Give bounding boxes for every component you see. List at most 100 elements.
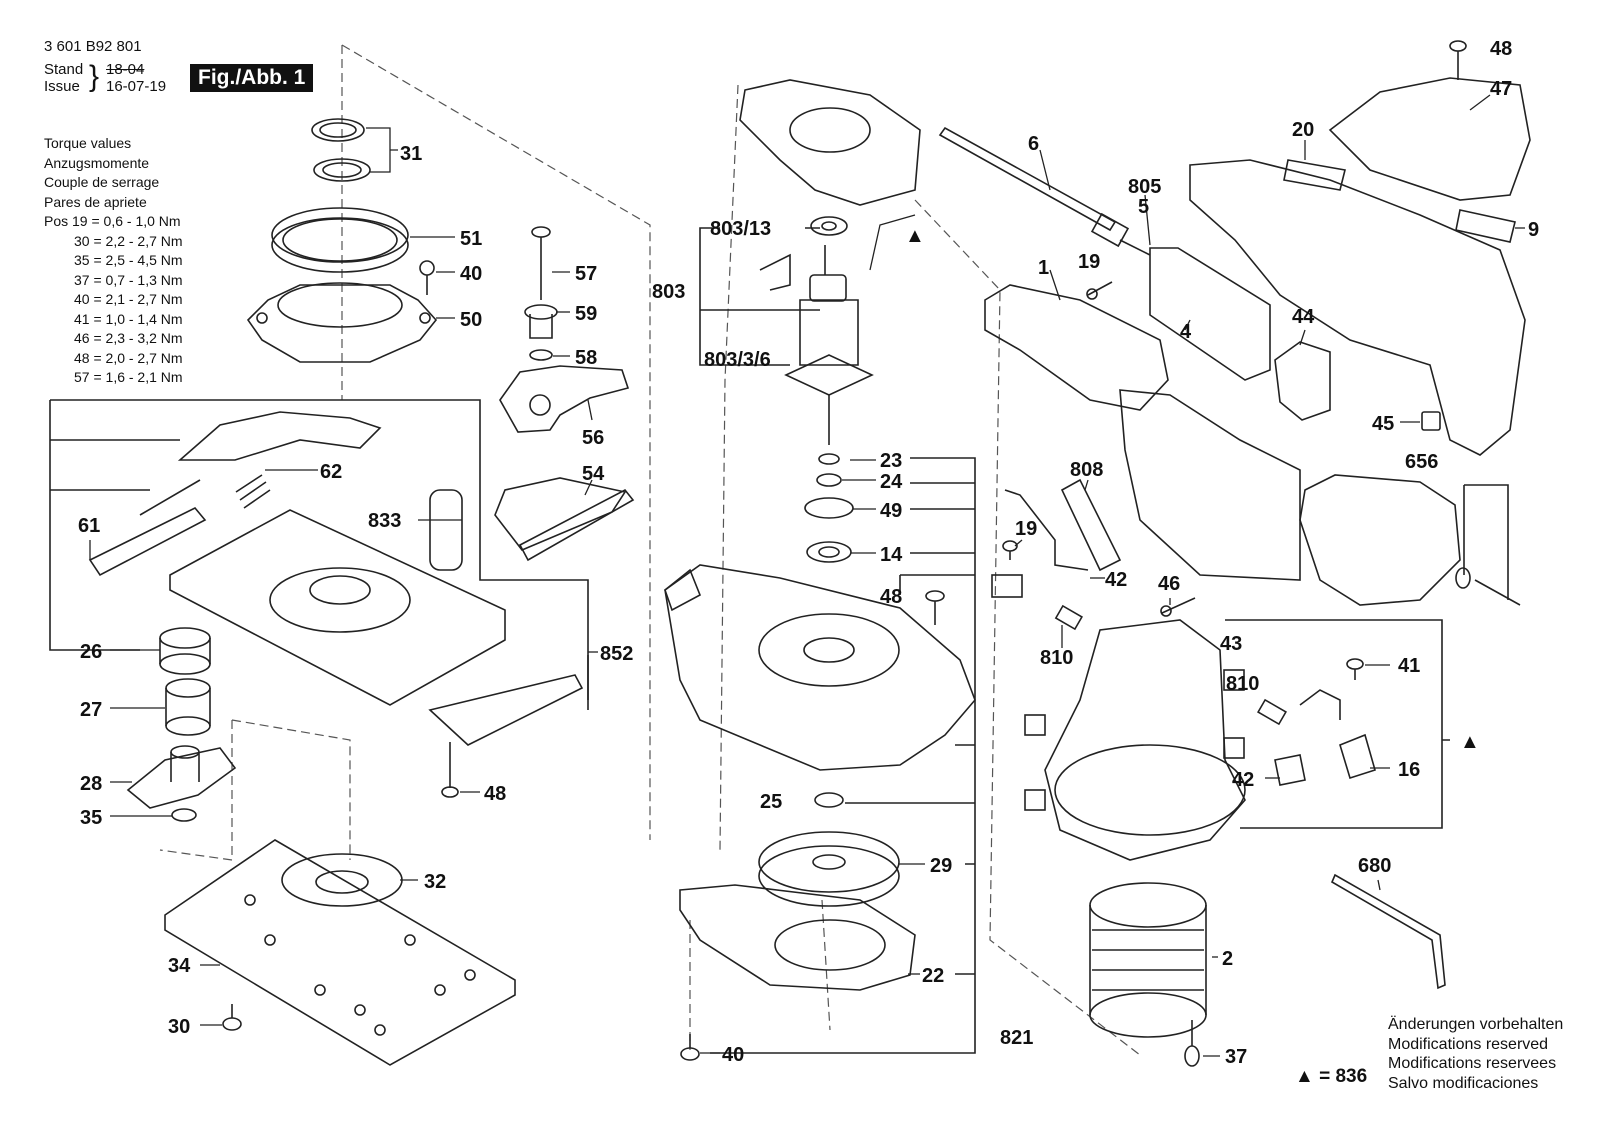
clip-part	[759, 253, 791, 291]
callout-48: 48	[1490, 38, 1512, 60]
callout-34: 34	[168, 955, 191, 977]
callout-19: 19	[1015, 518, 1037, 540]
rod-61	[88, 479, 207, 577]
legend-symbol: ▲	[1295, 1066, 1314, 1087]
callout-24: 24	[880, 471, 903, 493]
brush-parts-810b-16-42b	[1257, 689, 1376, 786]
callout-40: 40	[460, 263, 482, 285]
callout-2: 2	[1222, 948, 1233, 970]
part-number: 3 601 B92 801	[44, 38, 142, 55]
callout-833: 833	[368, 510, 401, 532]
diagram-drawing	[49, 40, 1531, 1067]
torque-value: 46 = 2,3 - 3,2 Nm	[74, 330, 183, 346]
field-housing	[1044, 619, 1246, 861]
screw-48c	[1449, 40, 1467, 80]
callout-19: 19	[1078, 251, 1100, 273]
spring-lever-62	[177, 411, 382, 509]
legend: ▲ = 836	[1295, 1066, 1367, 1088]
handle-1	[984, 284, 1301, 581]
screw-19a	[1086, 281, 1113, 300]
callout-805: 805	[1128, 176, 1161, 198]
ring-58	[529, 349, 553, 361]
callout-48: 48	[484, 783, 506, 805]
torque-row: 40 = 2,1 - 2,7 Nm	[44, 290, 183, 310]
callout-59: 59	[575, 303, 597, 325]
torque-value: 19 = 0,6 - 1,0 Nm	[72, 213, 181, 229]
callout-32: 32	[424, 871, 446, 893]
callout-42: 42	[1232, 769, 1254, 791]
torque-title-de: Anzugsmomente	[44, 154, 150, 171]
rings-23-24-49-14	[804, 453, 854, 563]
cover-47	[1328, 77, 1531, 201]
screw-30	[222, 1004, 242, 1031]
callout-28: 28	[80, 773, 102, 795]
note-fr: Modifications reservees	[1388, 1055, 1557, 1072]
torque-row: 41 = 1,0 - 1,4 Nm	[44, 310, 183, 330]
screw-40	[419, 260, 435, 295]
callout-50: 50	[460, 309, 482, 331]
triangle-marker: ▲	[905, 225, 925, 247]
torque-value: 37 = 0,7 - 1,3 Nm	[74, 271, 183, 288]
callout-49: 49	[880, 500, 902, 522]
bracket-lines-803	[699, 227, 820, 366]
label-20	[1283, 159, 1346, 191]
label-9	[1455, 209, 1516, 243]
nut-45	[1421, 411, 1441, 431]
housing-shell	[1189, 159, 1526, 456]
callout-30: 30	[168, 1016, 190, 1038]
callout-810: 810	[1040, 647, 1073, 669]
callout-29: 29	[930, 855, 952, 877]
torque-pos-prefix: Pos	[44, 213, 69, 229]
torque-title-fr: Couple de serrage	[44, 174, 160, 190]
sanding-plate-34	[164, 839, 516, 1066]
screw-57	[531, 226, 551, 300]
callout-51: 51	[460, 228, 482, 250]
callout-16: 16	[1398, 759, 1420, 781]
torque-row: 37 = 0,7 - 1,3 Nm	[44, 271, 183, 291]
eccentric-28	[126, 745, 237, 809]
screw-40b	[680, 1034, 700, 1061]
screw-46	[1160, 597, 1196, 617]
callout-54: 54	[582, 463, 605, 485]
handle-656	[1299, 474, 1521, 606]
dashed-assembly-lines	[159, 44, 1141, 1056]
torque-value: 30 = 2,2 - 2,7 Nm	[74, 232, 183, 249]
callout-37: 37	[1225, 1046, 1247, 1068]
nut-35	[171, 808, 197, 822]
callout-56: 56	[582, 427, 604, 449]
carbon-blocks-43	[1024, 669, 1245, 811]
shaft-6	[938, 126, 1151, 256]
bracket-lines-656	[1463, 484, 1509, 600]
note-de: Änderungen vorbehalten	[1388, 1016, 1564, 1033]
callout-62: 62	[320, 461, 342, 483]
callout-6: 6	[1028, 133, 1039, 155]
brush-wire-42a	[991, 489, 1089, 598]
modification-notes: Änderungen vorbehalten Modifications res…	[1388, 1015, 1563, 1093]
callout-5: 5	[1138, 196, 1149, 218]
torque-row: 46 = 2,3 - 3,2 Nm	[44, 329, 183, 349]
callout-42: 42	[1105, 569, 1127, 591]
base-plate-852	[169, 509, 584, 746]
torque-value: 41 = 1,0 - 1,4 Nm	[74, 310, 183, 327]
issue-date: 16-07-19	[106, 78, 167, 95]
issue-label: Issue	[44, 78, 80, 95]
screw-41	[1346, 658, 1364, 680]
torque-title-en: Torque values	[44, 135, 132, 151]
note-en: Modifications reserved	[1388, 1035, 1549, 1053]
callout-803: 803	[652, 281, 685, 303]
callout-656: 656	[1405, 451, 1438, 473]
bracket-brace: }	[89, 60, 100, 93]
callout-26: 26	[80, 641, 102, 663]
bracket-lines-61-62	[49, 399, 589, 710]
bracket-lines-821	[710, 457, 976, 1054]
callout-803-3-6: 803/3/6	[704, 349, 771, 371]
gear-housing	[664, 564, 976, 771]
brush-810a	[1054, 604, 1083, 631]
callout-25: 25	[760, 791, 782, 813]
bearing-25	[814, 792, 844, 808]
callout-41: 41	[1398, 655, 1420, 677]
leader-lines	[89, 94, 1525, 1057]
torque-value: 35 = 2,5 - 4,5 Nm	[74, 252, 183, 268]
